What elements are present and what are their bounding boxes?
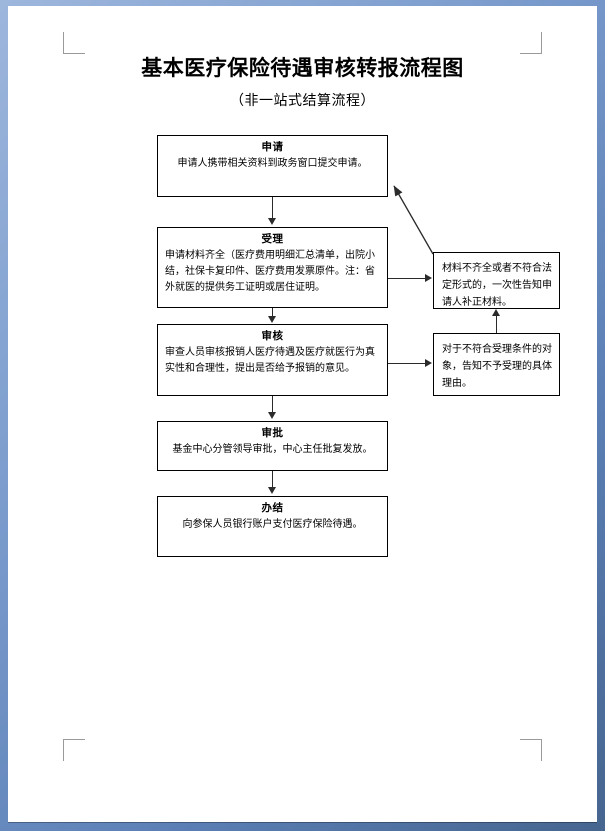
connector-approve-to-complete-line (272, 471, 273, 488)
side-box-incomplete-materials: 材料不齐全或者不符合法定形式的，一次性告知申请人补正材料。 (433, 252, 560, 309)
side-box-incomplete-materials-body: 材料不齐全或者不符合法定形式的，一次性告知申请人补正材料。 (442, 263, 552, 308)
flow-box-accept-body: 申请材料齐全（医疗费用明细汇总清单，出院小结，社保卡复印件、医疗费用发票原件。注… (165, 250, 375, 293)
crop-mark-bottom-left (63, 739, 85, 761)
flow-box-complete-body: 向参保人员银行账户支付医疗保险待遇。 (182, 519, 363, 530)
connector-accept-to-note1-line (388, 278, 426, 279)
page-title: 基本医疗保险待遇审核转报流程图 (141, 55, 464, 80)
flow-box-approve: 审批 基金中心分管领导审批，中心主任批复发放。 (157, 421, 388, 471)
connector-review-to-note2-arrow (425, 359, 432, 367)
flow-box-complete-heading: 办结 (261, 502, 284, 514)
connector-note2-to-note1-arrow (492, 309, 500, 316)
connector-apply-to-accept-arrow (268, 218, 276, 225)
flow-box-apply-body: 申请人携带相关资料到政务窗口提交申请。 (177, 158, 368, 169)
connector-note1-to-apply-line (393, 185, 434, 255)
connector-accept-to-note1-arrow (425, 274, 432, 282)
connector-review-to-note2-line (388, 363, 426, 364)
flow-box-approve-body: 基金中心分管领导审批，中心主任批复发放。 (172, 444, 373, 455)
connector-accept-to-review-arrow (268, 316, 276, 323)
crop-mark-bottom-right (520, 739, 542, 761)
flow-box-complete: 办结 向参保人员银行账户支付医疗保险待遇。 (157, 496, 388, 557)
connector-review-to-approve-line (272, 396, 273, 413)
flow-box-review-heading: 审核 (261, 330, 284, 342)
side-box-not-accepted: 对于不符合受理条件的对象，告知不予受理的具体理由。 (433, 333, 560, 396)
flow-box-apply: 申请 申请人携带相关资料到政务窗口提交申请。 (157, 135, 388, 197)
connector-apply-to-accept-line (272, 197, 273, 219)
connector-approve-to-complete-arrow (268, 487, 276, 494)
flow-box-apply-heading: 申请 (261, 141, 284, 153)
crop-mark-top-left (63, 32, 85, 54)
flow-box-review-body: 审查人员审核报销人医疗待遇及医疗就医行为真实性和合理性，提出是否给予报销的意见。 (165, 347, 375, 374)
connector-note1-to-apply (393, 185, 434, 255)
crop-mark-top-right (520, 32, 542, 54)
page-subtitle: （非一站式结算流程） (230, 93, 375, 109)
connector-note2-to-note1-line (496, 316, 497, 333)
flow-box-review: 审核 审查人员审核报销人医疗待遇及医疗就医行为真实性和合理性，提出是否给予报销的… (157, 324, 388, 396)
connector-review-to-approve-arrow (268, 412, 276, 419)
document-page: 基本医疗保险待遇审核转报流程图 （非一站式结算流程） 申请 申请人携带相关资料到… (8, 6, 597, 822)
side-box-not-accepted-body: 对于不符合受理条件的对象，告知不予受理的具体理由。 (442, 344, 552, 389)
flow-box-accept-heading: 受理 (261, 233, 284, 245)
connector-accept-to-review-line (272, 308, 273, 317)
flow-box-approve-heading: 审批 (261, 427, 284, 439)
flow-box-accept: 受理 申请材料齐全（医疗费用明细汇总清单，出院小结，社保卡复印件、医疗费用发票原… (157, 227, 388, 308)
